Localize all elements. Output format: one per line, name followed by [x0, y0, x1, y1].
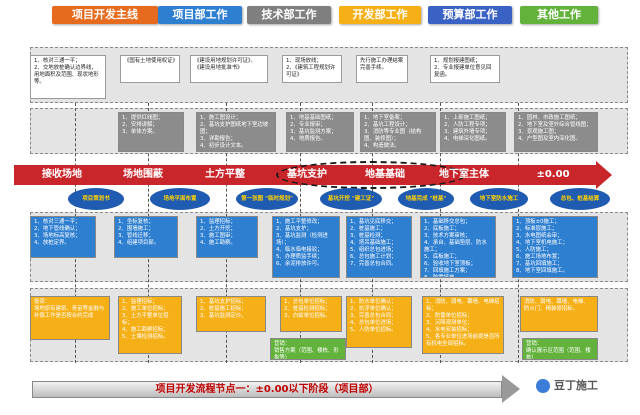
step-receive-site: 接收场地	[42, 169, 82, 180]
task-land-planning-permit: 《建设用地规划许可证》、《建设用地批准书》	[190, 55, 268, 83]
task-site-verification: 1、核对三通一平； 2、地下管线确认； 3、场地标高复核； 4、放桩定界。	[30, 216, 96, 258]
task-red-line-drawing: 1、提供红线图； 2、安排讲解； 3、单体方案。	[118, 112, 184, 152]
footer-stage-title: 项目开发流程节点一：±0.00以下阶段（项目部）	[32, 381, 502, 398]
watermark-text: 豆丁施工	[554, 379, 598, 392]
step-zero-level: ±0.00	[536, 169, 570, 180]
note-marketing-sales: 营销： 销售方案（范围、楼栋、形象等）	[270, 338, 346, 360]
task-basement-filing: 1、地下室备案； 2、基坑工程设计； 3、消防等专业图（结构图、装修图）； 4、…	[360, 112, 436, 152]
task-construction-design: 1、施工图设计； 2、基坑支护图纸地下室边坡图； 3、详勘报告； 4、初步设计文…	[196, 112, 276, 152]
task-base-slab: 1、基础移交总包； 2、底板施工； 3、技术方案审核； 4、承台、基础垫层、防水…	[420, 216, 496, 278]
milestone-waterproofing: 地下室防水施工	[470, 188, 528, 210]
legend-dev-dept: 开发部工作	[339, 6, 421, 24]
footer-arrowhead	[502, 375, 520, 403]
task-pit-excavation: 1、施工平整修改； 2、基坑支护； 3、基坑监测（检测进场）； 4、临水临电接驳…	[272, 216, 340, 278]
task-landscape-drawings: 1、园林、市政施工图纸； 2、地下室及室外综合管线图； 3、景观施工图； 4、户…	[514, 112, 598, 152]
milestone-site-layout: 场地平面布置	[150, 188, 210, 210]
task-bid-mep: 1、消防、弱电、幕墙、电梯招标； 2、防雷单位招标； 3、沉降观测单位； 4、水…	[422, 296, 504, 354]
task-supervision-bid: 1、监理招标； 2、土方开挖； 3、施工图审； 4、施工勘察。	[196, 216, 258, 258]
milestone-project-plan: 项目策划书	[68, 188, 124, 210]
task-pile-construction: 1、基坑见底移交； 2、桩基施工； 3、桩基检测； 4、塔吊基础施工； 5、组织…	[346, 216, 412, 278]
step-earth-leveling: 土方平整	[205, 169, 245, 180]
legend-budget-dept: 预算部工作	[428, 6, 512, 24]
task-investment-compensation: 投资： 场地原有建筑、青苗等金融与补偿工作是否按合约完成	[30, 296, 110, 340]
milestone-pile-foundation: 地基完成 "桩基"	[398, 188, 454, 210]
legend-tech-dept: 技术部工作	[247, 6, 331, 24]
step-basement-structure: 地下室主体	[439, 169, 489, 180]
task-superstructure-drawings: 1、上部施工图纸； 2、人防工程专项； 3、建筑外墙专项； 4、电梯深化图纸。	[440, 112, 506, 152]
task-bid-fire-elevator: 消防、弱电、幕墙、电梯、防火门、精装修招标。	[520, 296, 598, 332]
step-site-enclosure: 场地围蔽	[123, 169, 163, 180]
task-roof-slab: 1、顶板±0施工； 2、标准层施工； 3、水电图纸会审； 4、地下室机电施工； …	[512, 216, 598, 278]
legend-other: 其他工作	[520, 6, 598, 24]
task-land-use-certificate: 《国有土地使用权证》	[120, 55, 180, 83]
task-foundation-drawings: 1、地基基础图纸； 2、专业报审； 3、基坑监测方案； 4、地质报告。	[286, 112, 354, 152]
task-bid-pit-support: 1、基坑支护招标； 2、桩基施工招标； 3、基坑监测定价。	[196, 296, 266, 332]
milestone-temp-plan: 第一张图 "临时规划"	[236, 188, 298, 210]
watermark-icon	[536, 379, 550, 393]
milestone-settlement: 总包、桩基结算	[550, 188, 610, 210]
note-marketing-showroom: 营销： 确认展示区范围（范围、楼栋）	[522, 338, 598, 360]
step-pit-support: 基坑支护	[287, 169, 327, 180]
highlight-ellipse	[276, 161, 466, 189]
task-land-handover-check: 1、核对三通一平； 2、交地放桩确认边界线，用地面积及范围、现状地形等。	[30, 55, 106, 99]
task-planning-drawings: 1、规划报建图纸； 2、专业报建单位意见回复函。	[430, 55, 500, 83]
milestone-construction-permit: 基坑开挖 "建工证"	[320, 188, 382, 210]
task-early-construction: 先行施工办理结案完善手续。	[356, 55, 408, 83]
task-bid-general-contractor: 1、总包单位招标； 2、桩基检测招标； 3、白蚁单位招标。	[280, 296, 342, 332]
task-coordinate-check: 1、坐标复核； 2、围墙施工； 3、管线迁移； 4、组建项目部。	[114, 216, 178, 258]
task-building-planning-permit: 1、现场放线； 2、《建筑工程规划许可证》	[282, 55, 342, 83]
task-waterproof-unit: 1、防水单位确认； 2、抗浮单位确认； 3、完善总包合同； 4、总包单位进场； …	[346, 296, 412, 348]
main-line-arrowhead	[596, 161, 612, 189]
step-foundation: 地基基础	[365, 169, 405, 180]
legend-project-dept: 项目部工作	[158, 6, 242, 24]
legend-main-line: 项目开发主线	[52, 6, 158, 24]
task-bid-supervision: 1、监理招标； 2、施工单位招标； 3、土方平整单位招标； 4、施工勘察招标； …	[118, 296, 182, 354]
